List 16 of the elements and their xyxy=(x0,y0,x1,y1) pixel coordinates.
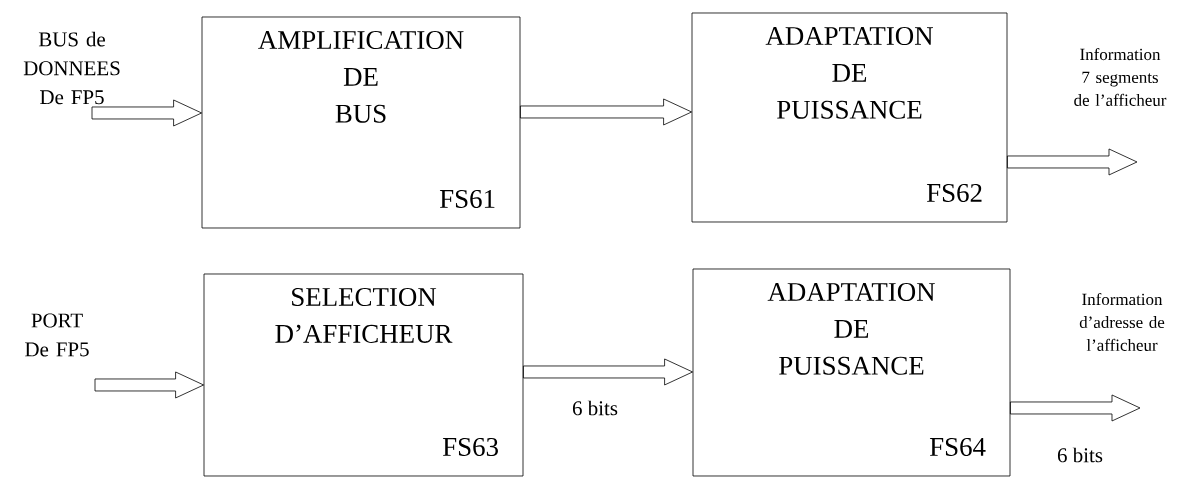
arrow xyxy=(1010,394,1141,422)
edge-label: 6 bits xyxy=(1057,447,1103,463)
signal-label: BUS de DONNEES De FP5 xyxy=(23,31,120,105)
signal-label: Information d’adresse de l’afficheur xyxy=(1079,293,1165,351)
process-box: ADAPTATION DE PUISSANCE FS64 xyxy=(692,268,1011,477)
signal-label: PORT De FP5 xyxy=(25,313,89,357)
arrow xyxy=(91,99,202,127)
edge-label: 6 bits xyxy=(572,400,618,416)
signal-label: Information 7 segments de l’afficheur xyxy=(1074,48,1167,106)
arrow xyxy=(1007,148,1138,176)
process-box: AMPLIFICATION DE BUS FS61 xyxy=(201,16,521,229)
arrow xyxy=(523,358,693,386)
arrow xyxy=(520,98,692,126)
arrow xyxy=(94,371,204,399)
process-box: ADAPTATION DE PUISSANCE FS62 xyxy=(691,12,1008,223)
process-box: SELECTION D’AFFICHEUR FS63 xyxy=(203,273,524,477)
